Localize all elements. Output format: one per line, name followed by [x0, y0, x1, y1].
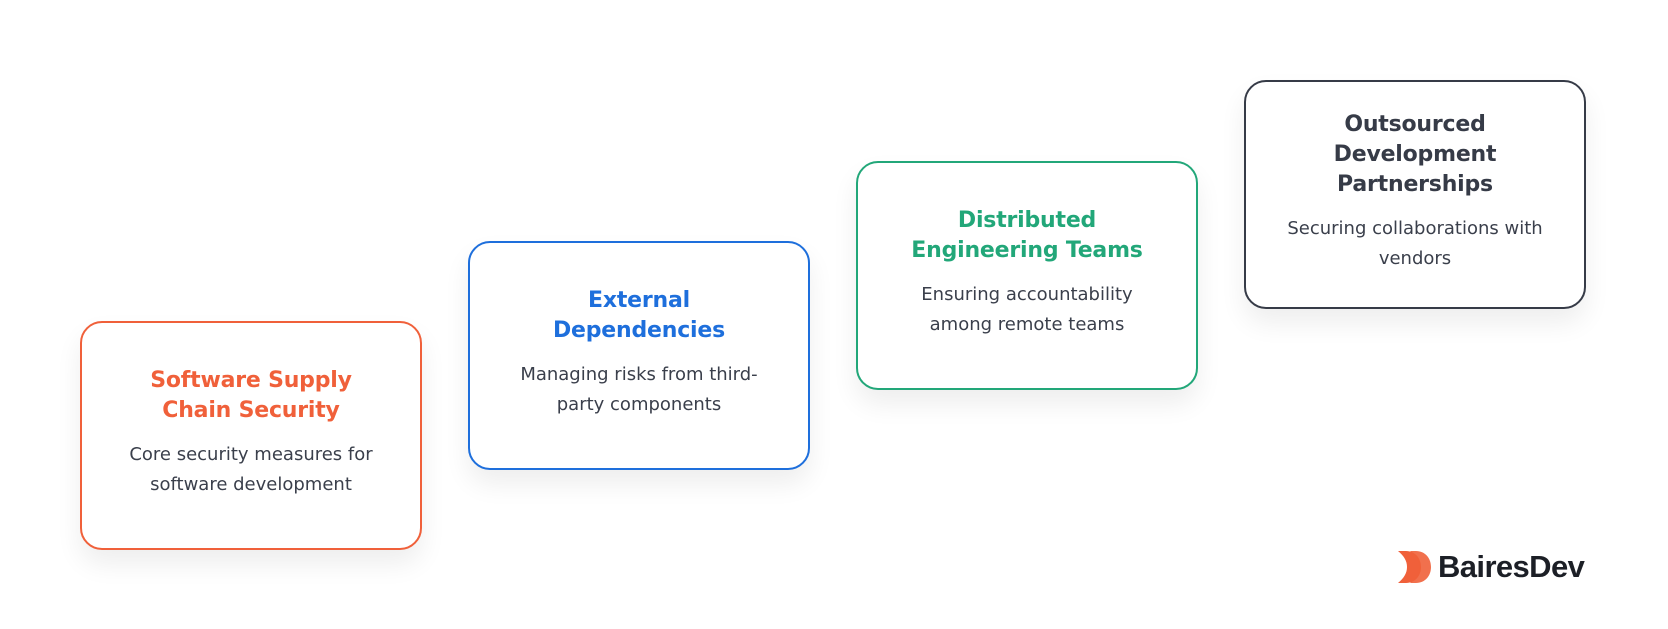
card-software-supply-chain-security: Software Supply Chain Security Core secu…: [80, 321, 422, 550]
card-description: Managing risks from third- party compone…: [520, 363, 758, 415]
card-outsourced-development-partnerships: Outsourced Development Partnerships Secu…: [1244, 80, 1586, 309]
card-description: Ensuring accountability among remote tea…: [921, 283, 1133, 335]
card-external-dependencies: External Dependencies Managing risks fro…: [468, 241, 810, 470]
card-description: Securing collaborations with vendors: [1287, 217, 1543, 269]
card-title: Outsourced Development Partnerships: [1333, 111, 1497, 197]
card-title: Distributed Engineering Teams: [911, 207, 1143, 263]
card-title: External Dependencies: [552, 287, 726, 343]
card-description: Core security measures for software deve…: [129, 443, 373, 495]
card-title: Software Supply Chain Security: [150, 367, 352, 423]
brand-name: BairesDev: [1438, 549, 1585, 584]
card-distributed-engineering-teams: Distributed Engineering Teams Ensuring a…: [856, 161, 1198, 390]
brand-logo: BairesDev: [1398, 549, 1585, 585]
bairesdev-logo-icon: [1398, 551, 1431, 583]
